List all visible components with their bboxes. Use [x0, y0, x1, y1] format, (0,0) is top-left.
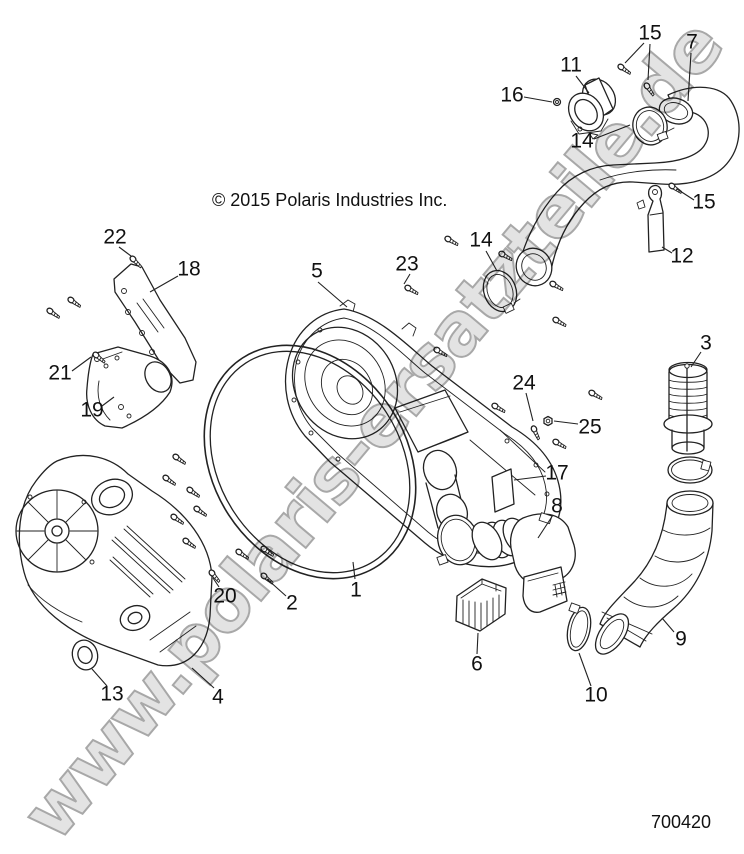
leader-line-9 — [661, 617, 675, 633]
snorkel-clamp — [667, 456, 713, 484]
leader-line-16 — [523, 96, 553, 103]
callout-19: 19 — [80, 399, 103, 422]
callout-10: 10 — [584, 684, 607, 707]
leader-line-1 — [352, 561, 356, 580]
leader-line-4 — [191, 667, 215, 689]
leader-line-5 — [317, 281, 348, 308]
callout-24: 24 — [512, 372, 536, 395]
callout-25: 25 — [578, 416, 601, 439]
air-duct-assembly — [471, 512, 576, 613]
callout-15-right: 15 — [692, 191, 715, 214]
callout-20: 20 — [213, 585, 236, 608]
leader-line-21 — [71, 356, 92, 372]
callout-12: 12 — [670, 245, 693, 268]
callout-8: 8 — [551, 495, 563, 518]
drive-belt — [203, 344, 417, 580]
callout-23: 23 — [395, 253, 418, 276]
callout-22: 22 — [103, 226, 126, 249]
duct-clamp — [436, 514, 480, 566]
leader-line-15-right — [676, 188, 695, 201]
leader-line-18 — [149, 275, 179, 293]
callout-14-mid: 14 — [469, 229, 493, 252]
seal-ring — [71, 639, 99, 671]
watermark-text: www.polaris-ersatzteile.de — [6, 5, 739, 854]
hex-nut — [543, 415, 553, 427]
hose-clamp-top — [632, 106, 675, 146]
leader-line-12 — [661, 246, 673, 254]
leader-line-23 — [403, 273, 411, 285]
callout-15-top: 15 — [638, 22, 661, 45]
callout-7: 7 — [686, 31, 698, 54]
leader-line-3 — [690, 351, 702, 368]
callout-1: 1 — [350, 579, 362, 602]
intake-snorkel — [663, 361, 713, 455]
leader-line-14-top — [593, 124, 631, 140]
callout-labels: 1234567891011121314141515161718192021222… — [48, 22, 715, 709]
callout-13: 13 — [100, 683, 123, 706]
leader-line-15-top — [624, 42, 645, 64]
leader-line-24 — [525, 392, 534, 422]
hose-clamp-mid — [482, 269, 521, 314]
callout-21: 21 — [48, 362, 71, 385]
corrugated-air-hose — [594, 490, 714, 655]
leader-line-14-mid — [485, 250, 498, 272]
leader-line-25 — [553, 420, 579, 425]
decal — [491, 468, 515, 513]
callout-9: 9 — [675, 628, 687, 651]
callout-3: 3 — [700, 332, 712, 355]
leader-line-8 — [537, 514, 554, 539]
callout-4: 4 — [212, 686, 224, 709]
copyright-notice: © 2015 Polaris Industries Inc. — [212, 190, 448, 210]
hose-clamp-lower — [566, 602, 592, 652]
callout-11: 11 — [560, 54, 582, 77]
leader-line-13 — [91, 668, 108, 687]
leader-line-7 — [687, 52, 692, 102]
coupler-boot — [567, 77, 617, 140]
callout-5: 5 — [311, 260, 323, 283]
leader-line-15-top — [647, 43, 651, 81]
callout-6: 6 — [471, 653, 483, 676]
leader-line-10 — [578, 652, 592, 687]
callout-16: 16 — [500, 84, 523, 107]
leader-line-6 — [476, 632, 479, 655]
leader-line-17 — [513, 475, 547, 481]
inner-clutch-cover — [15, 454, 213, 667]
leader-line-11 — [575, 75, 590, 94]
leader-line-19 — [101, 396, 115, 407]
vent-grille — [455, 578, 507, 632]
drawing-number: 700420 — [651, 812, 712, 832]
duct-shield — [86, 346, 173, 429]
intake-tube — [515, 86, 740, 287]
callout-14-top: 14 — [570, 130, 594, 153]
callout-18: 18 — [177, 258, 200, 281]
callout-17: 17 — [545, 462, 568, 485]
leader-lines — [71, 42, 702, 689]
support-bracket — [636, 184, 665, 253]
callout-2: 2 — [286, 592, 298, 615]
leader-line-2 — [266, 578, 287, 597]
leader-line-22 — [118, 246, 132, 257]
flange-nut — [552, 97, 562, 107]
leader-line-20 — [212, 577, 220, 588]
